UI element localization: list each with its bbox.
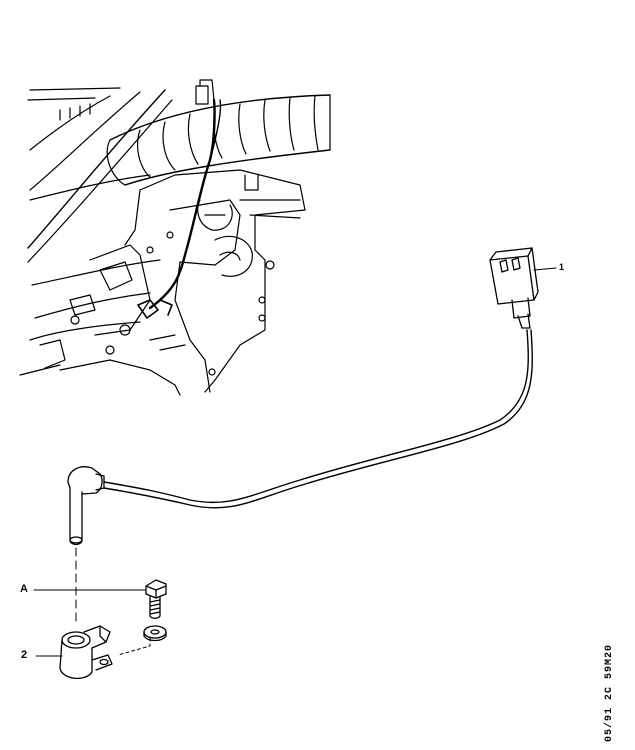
crankshaft-sensor [67, 329, 533, 546]
washer [117, 625, 167, 656]
sensor-bracket [35, 625, 113, 679]
engine-illustration [19, 79, 331, 396]
sensor-connector [489, 247, 557, 329]
callout-sensor-connector: 1 [559, 262, 565, 272]
drawing-reference: 05/91 2C 59M20 [604, 643, 615, 742]
mounting-bolt [33, 579, 167, 619]
callout-bracket: 2 [21, 649, 28, 661]
callout-mounting-bolt: A [20, 583, 28, 595]
